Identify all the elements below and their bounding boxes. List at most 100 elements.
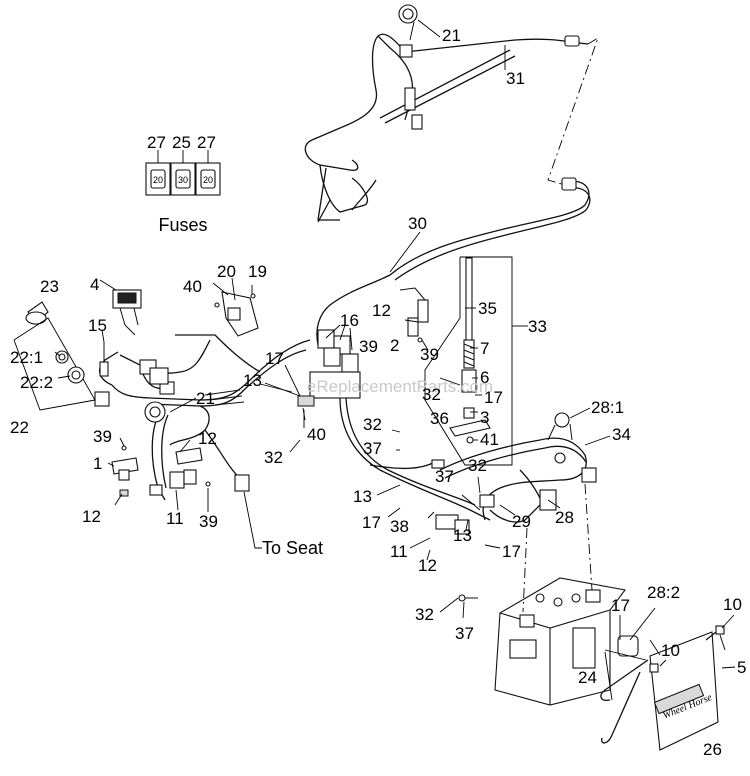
relay-16-d (341, 353, 359, 373)
watermark-text: eReplacementParts.com (307, 377, 493, 396)
switch-6 (461, 369, 477, 393)
washer-41 (466, 436, 474, 444)
screw-19 (250, 293, 256, 299)
battery (458, 577, 639, 706)
connector-left-d (94, 391, 110, 407)
connector-30-end (561, 177, 577, 191)
fuses-label: Fuses (158, 215, 207, 235)
leader-lines (54, 19, 736, 701)
hold-down-and-decal: Wheel Horse (600, 625, 726, 751)
connector-main-c (454, 519, 470, 535)
callout-5: 5 (737, 658, 746, 677)
callout-37-right: 37 (435, 467, 454, 486)
callout-22-2: 22:2 (20, 373, 53, 392)
callout-10-right: 10 (723, 595, 742, 614)
callout-26: 26 (703, 740, 722, 759)
bracket-17 (297, 395, 315, 407)
callout-25: 25 (172, 133, 191, 152)
connector-left-f (149, 367, 169, 385)
callout-32-right: 32 (468, 456, 487, 475)
screw-39-left (121, 445, 127, 451)
callout-28-2: 28:2 (647, 583, 680, 602)
callout-22: 22 (10, 418, 29, 437)
callout-10-left: 10 (661, 641, 680, 660)
callout-17-relay: 17 (265, 349, 284, 368)
callout-17-battery: 17 (611, 596, 630, 615)
callouts: 21 31 27 25 27 30 33 35 7 6 17 3 41 36 3… (10, 26, 746, 759)
callout-39-upper: 39 (420, 345, 439, 364)
battery-label-b (572, 627, 596, 669)
callout-21-top: 21 (442, 26, 461, 45)
callout-7: 7 (480, 339, 489, 358)
callout-17-right: 17 (502, 542, 521, 561)
connector-left-b (183, 469, 197, 485)
callout-12-left: 12 (82, 507, 101, 526)
switch-assembly-33 (424, 256, 520, 466)
connector-31-b (399, 44, 413, 58)
to-seat-connector (234, 474, 250, 492)
connector-31-c (404, 87, 416, 111)
fuse-rating-a: 20 (153, 175, 163, 185)
connector-31-d (411, 114, 423, 130)
switch-2 (399, 287, 429, 343)
connector-11 (169, 471, 185, 489)
callout-17-mid: 17 (362, 513, 381, 532)
callout-33: 33 (528, 317, 547, 336)
boot-28-2 (617, 635, 639, 657)
callout-27-right: 27 (197, 133, 216, 152)
switch-2-body (417, 299, 429, 323)
callout-15: 15 (88, 316, 107, 335)
callout-28-1: 28:1 (591, 398, 624, 417)
grommet-34 (554, 452, 566, 464)
fuse-rating-c: 20 (203, 175, 213, 185)
callout-27-left: 27 (147, 133, 166, 152)
callout-16: 16 (340, 311, 359, 330)
callout-41: 41 (480, 430, 499, 449)
pin-36 (463, 407, 475, 419)
connector-28 (581, 467, 597, 483)
key-switch-group (13, 301, 96, 411)
callout-39-relay: 39 (359, 337, 378, 356)
bracket-3 (449, 419, 491, 437)
left-harness (94, 289, 311, 549)
callout-31: 31 (506, 69, 525, 88)
callout-40-lower: 40 (307, 425, 326, 444)
main-harness (297, 177, 597, 535)
callout-19: 19 (248, 262, 267, 281)
callout-11-left: 11 (166, 509, 184, 528)
clip-28-1 (554, 412, 570, 428)
callout-38: 38 (390, 517, 409, 536)
switch-2-connector (407, 317, 419, 337)
callout-39-lower: 39 (199, 512, 218, 531)
clip-10-left (649, 663, 659, 673)
terminal-neg (519, 614, 535, 628)
clip-10-right (715, 625, 725, 635)
callout-2: 2 (390, 336, 399, 355)
callout-20: 20 (217, 262, 236, 281)
callout-24: 24 (578, 668, 597, 687)
callout-23: 23 (40, 277, 59, 296)
callout-39-left: 39 (93, 427, 112, 446)
fuse-25 (170, 162, 196, 196)
callout-11-mid: 11 (390, 542, 408, 561)
callout-6: 6 (480, 368, 489, 387)
battery-label-a (509, 639, 537, 659)
callout-32-switch: 32 (422, 385, 441, 404)
connector-main-b (479, 494, 495, 508)
callout-29: 29 (512, 512, 531, 531)
callout-17-switch: 17 (484, 388, 503, 407)
callout-1: 1 (93, 454, 102, 473)
callout-40-upper: 40 (183, 277, 202, 296)
callout-36: 36 (430, 409, 449, 428)
rod-35 (465, 257, 473, 351)
bolt-32-battery (458, 594, 466, 602)
callout-28: 28 (555, 508, 574, 527)
callout-35: 35 (478, 299, 497, 318)
callout-12-mid: 12 (198, 429, 217, 448)
callout-32-left: 32 (264, 448, 283, 467)
connector-left-c (149, 484, 163, 496)
callout-12-upper: 12 (372, 301, 391, 320)
nut-12-left (119, 489, 129, 497)
callout-3: 3 (480, 408, 489, 427)
